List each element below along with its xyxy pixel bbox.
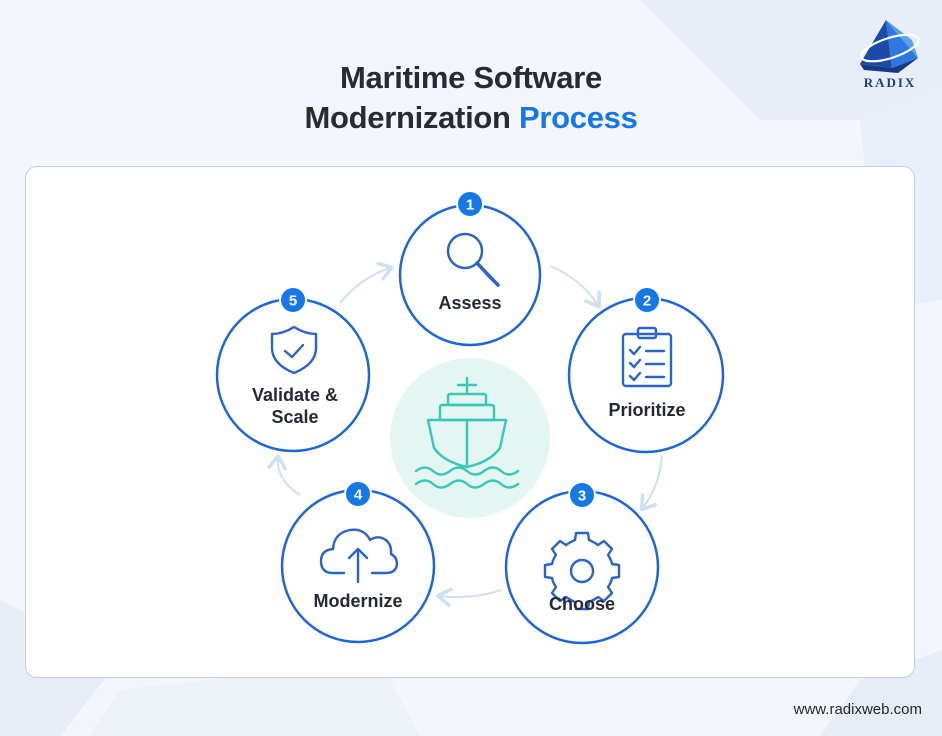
step-1-badge	[456, 190, 484, 218]
pyramid-logo-icon	[860, 20, 920, 73]
step-3-badge	[568, 481, 596, 509]
center-ship-node	[390, 358, 550, 518]
arrow-3-to-4	[436, 587, 503, 608]
step-4-node[interactable]: Modernize 4	[280, 480, 436, 644]
step-5-badge	[279, 286, 307, 314]
radix-logo[interactable]: RADIX	[852, 18, 928, 92]
step-4-number: 4	[354, 487, 363, 504]
arrow-4-to-5	[267, 454, 301, 496]
step-4-badge	[344, 480, 372, 508]
step-2-badge	[633, 286, 661, 314]
step-3-label: Choose	[549, 594, 615, 614]
step-1-label: Assess	[438, 293, 501, 313]
magnifier-icon	[446, 232, 500, 287]
shield-check-icon	[270, 325, 318, 375]
step-5-label-line-2: Scale	[271, 407, 318, 427]
title-line-2: Modernization Process	[0, 98, 942, 138]
step-5-node[interactable]: Validate & Scale 5	[215, 286, 371, 453]
logo-text: RADIX	[863, 75, 917, 90]
cycle-arrows	[267, 261, 663, 608]
step-4-label: Modernize	[313, 591, 402, 611]
step-2-label: Prioritize	[608, 400, 685, 420]
title-line-2-prefix: Modernization	[304, 100, 511, 135]
step-1-number: 1	[466, 197, 474, 214]
footer-website-link[interactable]: www.radixweb.com	[793, 701, 922, 718]
checklist-clipboard-icon	[621, 326, 673, 388]
step-3-number: 3	[578, 488, 586, 505]
step-1-node[interactable]: Assess 1	[398, 190, 542, 347]
step-2-node[interactable]: Prioritize 2	[567, 286, 725, 454]
step-2-number: 2	[643, 293, 651, 310]
step-5-label-line-1: Validate &	[252, 385, 338, 405]
cloud-upload-icon	[319, 528, 399, 584]
arrow-1-to-2	[549, 265, 601, 309]
arrow-5-to-1	[339, 261, 394, 304]
ship-icon	[414, 376, 520, 489]
gear-icon	[543, 531, 621, 611]
title-line-1: Maritime Software	[340, 60, 602, 95]
step-5-number: 5	[289, 293, 297, 310]
page-title: Maritime Software Modernization Process	[0, 58, 942, 138]
title-line-2-accent: Process	[518, 100, 638, 135]
arrow-2-to-3	[640, 454, 663, 512]
step-3-node[interactable]: Choose 3	[504, 481, 660, 645]
